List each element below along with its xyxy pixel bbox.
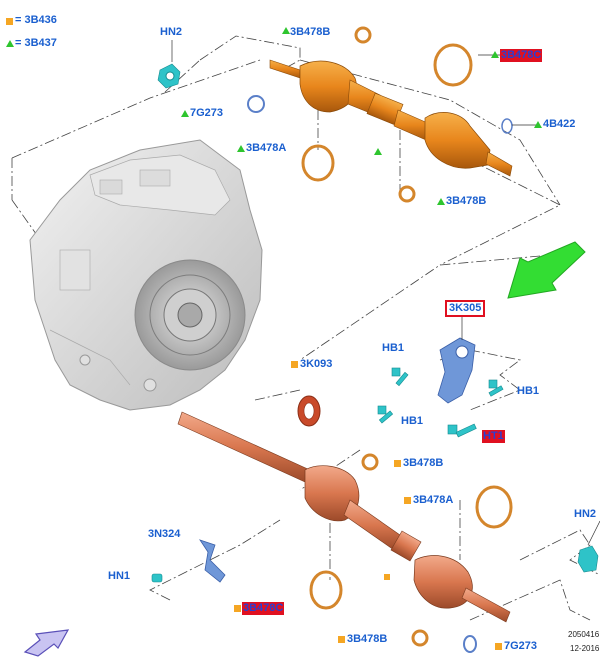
marker [181,110,189,117]
marker [437,198,445,205]
pointer-arrow [507,241,586,299]
lower-driveshaft [177,411,511,623]
triangle-marker [374,148,382,155]
label-hb1-left: HB1 [382,342,405,354]
lower-rings [297,395,513,653]
label-4b422: 4B422 [543,118,576,130]
label-3b478b-bottom: 3B478B [347,633,388,645]
label-7g273-bottom: 7G273 [504,640,538,652]
label-3k305: 3K305 [445,300,486,317]
marker [237,145,245,152]
label-hn2-top: HN2 [160,26,183,38]
label-3b478a-top: 3B478A [246,142,287,154]
fasteners [151,63,599,583]
legend-triangle-marker [6,40,14,47]
label-ht1: HT1 [482,430,505,443]
label-3b478c-top: 3B478C [500,49,543,62]
square-marker [384,574,390,580]
transmission-housing [29,139,263,411]
marker [404,497,411,504]
legend-triangle-label: = 3B437 [15,37,57,49]
legend-square-label: = 3B436 [15,14,57,26]
marker [394,460,401,467]
label-7g273-top: 7G273 [190,107,224,119]
nav-arrow-icon [23,629,70,657]
label-3k093: 3K093 [300,358,333,370]
marker [495,643,502,650]
label-hn1: HN1 [108,570,131,582]
bearing-bracket-3k305 [437,337,476,404]
bracket-3n324 [199,539,226,583]
marker [534,121,542,128]
label-hb1-lower: HB1 [401,415,424,427]
marker [282,27,290,34]
reference-number: 2050416 [568,630,600,639]
reference-date: 12-2016 [570,644,600,653]
marker [291,361,298,368]
label-3b478b-mid: 3B478B [446,195,487,207]
label-hb1-right: HB1 [517,385,540,397]
label-3b478a-lower: 3B478A [413,494,454,506]
marker [234,605,241,612]
label-3b478c-lower: 3B478C [242,602,285,615]
label-3b478b-lower: 3B478B [403,457,444,469]
marker [491,51,499,58]
marker [338,636,345,643]
label-hn2-right: HN2 [574,508,597,520]
label-3b478b-top: 3B478B [290,26,331,38]
upper-driveshaft [269,59,513,177]
upper-rings [247,26,513,203]
legend-square-marker [6,18,13,25]
label-3n324: 3N324 [148,528,181,540]
